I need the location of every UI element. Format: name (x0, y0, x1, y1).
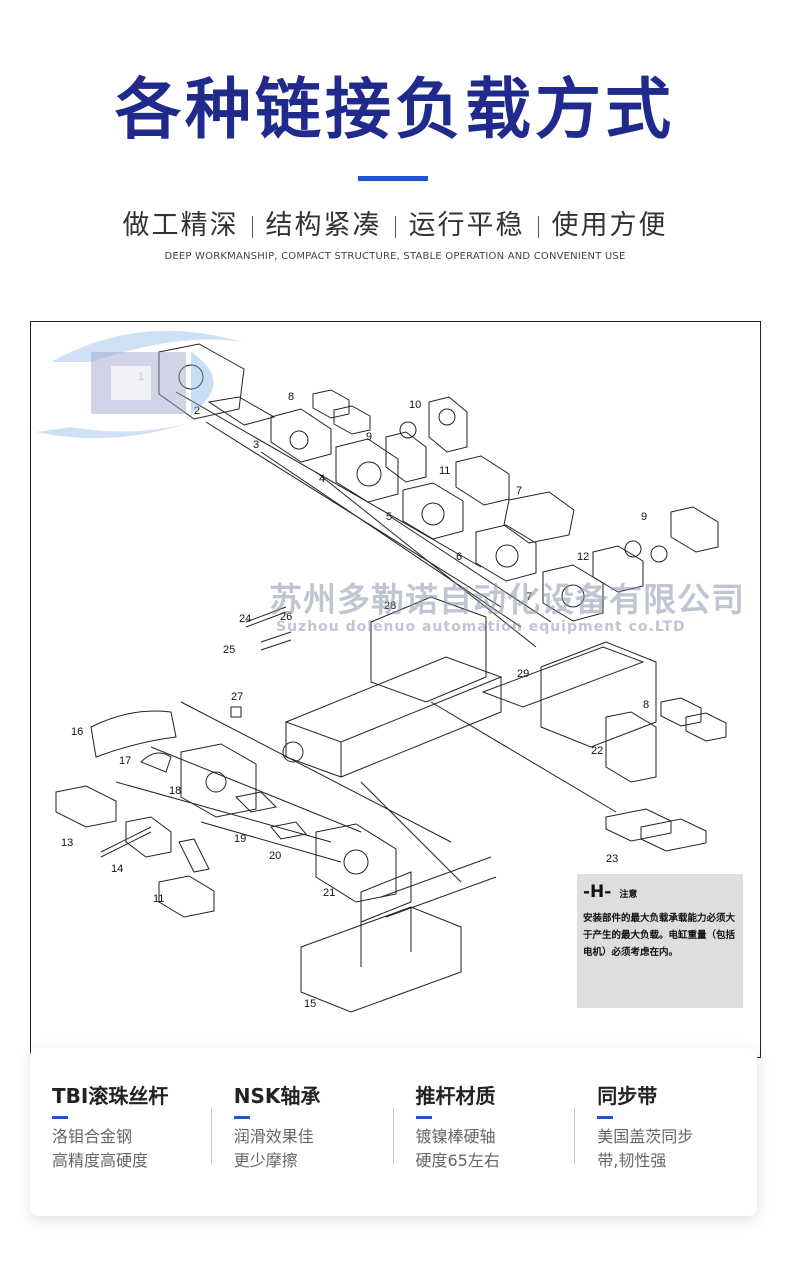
part-number: 3 (253, 439, 259, 451)
feature-timing-belt: 同步带 美国盖茨同步 带,韧性强 (575, 1048, 757, 1216)
tagline-divider (251, 215, 253, 238)
part-number: 11 (153, 893, 164, 905)
part-number: 2 (194, 405, 200, 417)
part-number: 9 (641, 511, 647, 523)
part-number: 13 (61, 837, 73, 849)
feature-desc: 美国盖茨同步 (597, 1127, 694, 1146)
part-number: 17 (119, 755, 131, 767)
feature-accent-bar (415, 1116, 432, 1119)
part-number: 18 (169, 785, 181, 797)
part-number: 6 (456, 551, 462, 563)
feature-bearing: NSK轴承 润滑效果佳 更少摩擦 (212, 1048, 394, 1216)
feature-desc: 镀镍棒硬轴 (415, 1127, 496, 1146)
tagline-item: 运行平稳 (408, 210, 525, 241)
feature-desc: 带,韧性强 (597, 1151, 667, 1170)
feature-title: 同步带 (597, 1084, 658, 1108)
feature-title: NSK轴承 (233, 1084, 321, 1108)
feature-desc: 硬度65左右 (415, 1151, 500, 1170)
part-number: 14 (111, 863, 123, 875)
feature-title: TBI滚珠丝杆 (52, 1084, 169, 1108)
tagline-divider (537, 215, 539, 238)
part-number: 24 (239, 613, 251, 625)
caution-label: 注意 (619, 890, 638, 900)
caution-mark: -H- (583, 882, 612, 902)
part-number: 7 (516, 485, 522, 497)
tagline-item: 使用方便 (551, 210, 668, 241)
feature-accent-bar (52, 1116, 68, 1119)
tagline-divider (394, 215, 396, 238)
feature-accent-bar (233, 1116, 250, 1119)
caution-note: -H- 注意 安装部件的最大负载承载能力必须大于产生的最大负载。电缸重量（包括电… (577, 874, 743, 1008)
feature-accent-bar (597, 1116, 614, 1119)
part-number: 15 (304, 998, 316, 1010)
feature-desc: 更少摩擦 (233, 1151, 298, 1170)
part-number: 26 (280, 611, 292, 623)
feature-desc: 高精度高硬度 (52, 1151, 149, 1170)
watermark-company-cn: 苏州多勒诺自动化设备有限公司 (269, 580, 745, 619)
watermark-logo-icon (36, 330, 241, 439)
part-number: 21 (323, 887, 335, 899)
part-number: 11 (439, 465, 450, 477)
feature-push-rod: 推杆材质 镀镍棒硬轴 硬度65左右 (394, 1048, 576, 1216)
title-underline (358, 176, 428, 181)
part-number: 8 (643, 699, 649, 711)
part-number: 22 (591, 745, 603, 757)
caution-text: 安装部件的最大负载承载能力必须大于产生的最大负载。电缸重量（包括电机）必须考虑在… (583, 913, 736, 958)
tagline-item: 结构紧凑 (265, 210, 382, 241)
part-number: 27 (231, 691, 243, 703)
part-number: 20 (269, 850, 281, 862)
page-title: 各种链接负载方式 (115, 71, 675, 148)
feature-ball-screw: TBI滚珠丝杆 洛钼合金钢 高精度高硬度 (30, 1048, 212, 1216)
feature-desc: 洛钼合金钢 (52, 1127, 133, 1146)
part-number: 23 (606, 853, 618, 865)
feature-desc: 润滑效果佳 (233, 1127, 314, 1146)
part-number: 25 (223, 644, 235, 656)
part-number: 28 (384, 600, 396, 612)
feature-divider (210, 1108, 212, 1164)
feature-title: 推杆材质 (415, 1084, 496, 1108)
diagram-drawing: 1 2 3 4 5 6 7 7 8 8 9 9 10 11 11 12 13 1… (55, 343, 727, 1013)
part-number: 8 (288, 391, 294, 403)
feature-card: TBI滚珠丝杆 洛钼合金钢 高精度高硬度 NSK轴承 润滑效果佳 更少摩擦 推杆… (30, 1048, 757, 1216)
part-number: 9 (366, 431, 372, 443)
part-number: 29 (517, 668, 529, 680)
tagline-english: DEEP WORKMANSHIP, COMPACT STRUCTURE, STA… (164, 251, 626, 262)
tagline-item: 做工精深 (122, 210, 239, 241)
part-number: 16 (71, 726, 83, 738)
part-number: 7 (526, 591, 532, 603)
part-number: 12 (577, 551, 589, 563)
tagline: 做工精深结构紧凑运行平稳使用方便 (0, 206, 790, 246)
part-number: 19 (234, 833, 246, 845)
feature-divider (574, 1108, 576, 1164)
exploded-parts-diagram: 1 2 3 4 5 6 7 7 8 8 9 9 10 11 11 12 13 1… (30, 321, 761, 1058)
part-number: 5 (386, 511, 392, 523)
part-number: 10 (409, 399, 421, 411)
watermark-company-en: Suzhou dolenuo automation equipment co.L… (276, 619, 686, 635)
part-number: 4 (319, 473, 325, 485)
feature-divider (392, 1108, 394, 1164)
